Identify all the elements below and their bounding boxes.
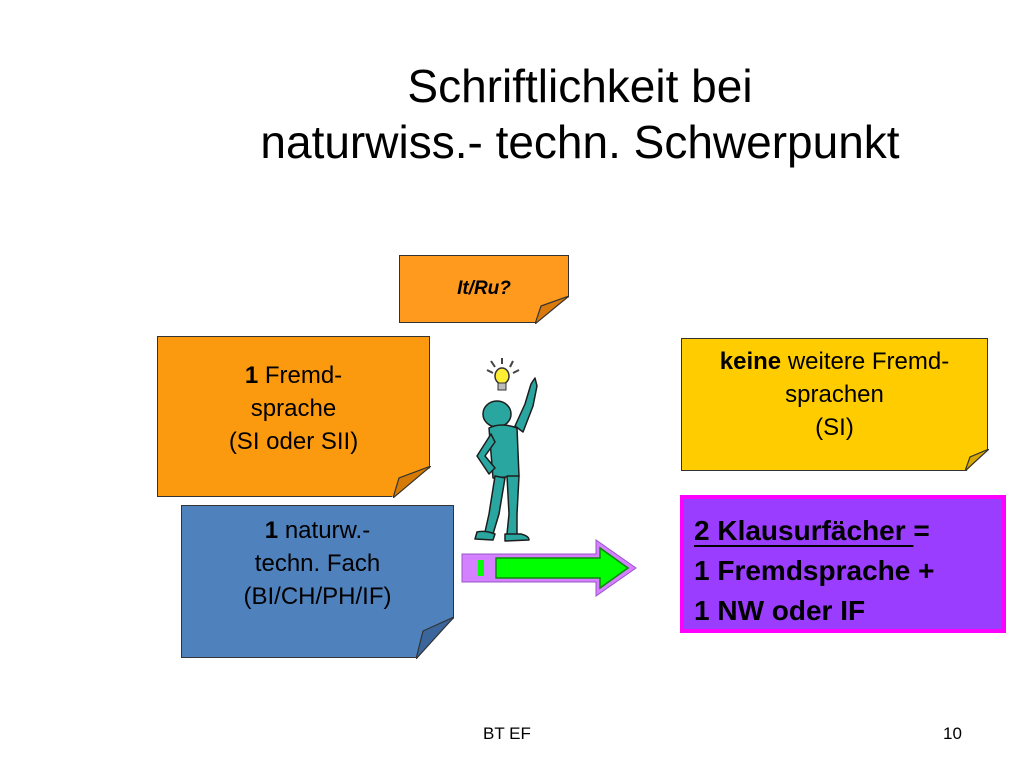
note-nat-fold: [416, 617, 454, 659]
note-keine-fold: [965, 449, 989, 471]
note-keine-fremdsprachen: keine weitere Fremd- sprachen (SI): [681, 338, 988, 471]
note-nat-line-1: 1 naturw.-: [265, 514, 370, 547]
note-fremd-text: Fremd-: [258, 362, 343, 389]
title-line-2: naturwiss.- techn. Schwerpunkt: [260, 116, 900, 168]
note-itru-text: It/Ru?: [457, 278, 511, 299]
lightbulb-icon: [486, 358, 520, 391]
note-nat-line-3: (BI/CH/PH/IF): [243, 583, 392, 610]
note-nat-count: 1: [264, 517, 279, 544]
result-line-2: 1 Fremdsprache +: [694, 555, 935, 586]
note-keine-bold: keine: [719, 348, 782, 375]
arrow-right-icon: [461, 539, 637, 597]
result-line-3: 1 NW oder IF: [694, 595, 866, 626]
note-keine-text: weitere Fremd-: [781, 348, 950, 375]
note-naturw-fach: 1 naturw.- techn. Fach (BI/CH/PH/IF): [181, 505, 454, 658]
note-nat-line-2: techn. Fach: [254, 550, 381, 577]
result-klausurfaecher: 2 Klausurfächer: [694, 515, 914, 546]
note-keine-line-2: sprachen: [785, 381, 884, 408]
note-fremdsprache: 1 Fremd- sprache (SI oder SII): [157, 336, 430, 497]
slide-title: Schriftlichkeit bei naturwiss.- techn. S…: [160, 58, 1000, 170]
note-fremd-count: 1: [244, 362, 259, 389]
note-itru: It/Ru?: [399, 255, 569, 323]
footer-text: BT EF: [483, 724, 531, 743]
thinking-person-icon: [474, 377, 538, 542]
note-fremd-line-1: 1 Fremd-: [245, 359, 342, 392]
result-equals: =: [913, 515, 930, 546]
note-nat-text: naturw.-: [278, 517, 371, 544]
result-line-1: 2 Klausurfächer =: [694, 511, 1002, 551]
note-fremd-fold: [393, 466, 431, 498]
note-keine-line-1: keine weitere Fremd-: [720, 345, 949, 378]
page-number: 10: [943, 724, 962, 743]
note-keine-line-3: (SI): [815, 414, 854, 441]
note-fremd-line-2: sprache: [250, 395, 337, 422]
result-box: 2 Klausurfächer = 1 Fremdsprache + 1 NW …: [680, 495, 1006, 633]
title-line-1: Schriftlichkeit bei: [407, 60, 753, 112]
note-fremd-line-3: (SI oder SII): [228, 428, 359, 455]
note-itru-fold: [535, 296, 569, 324]
